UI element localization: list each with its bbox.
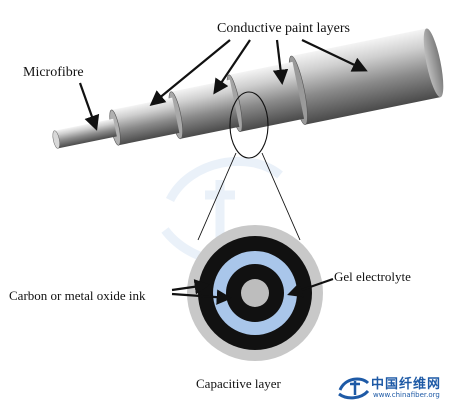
arrow-icon [171, 289, 233, 305]
magnifier-lens-icon [229, 91, 269, 159]
arrow-icon [213, 39, 251, 95]
microfibre-label: Microfibre [23, 65, 84, 80]
gel-electrolyte-label: Gel electrolyte [334, 269, 411, 284]
stepped-fibre [52, 28, 444, 149]
watermark-url: www.chinafiber.org [373, 391, 440, 399]
chinafiber-logo-icon [338, 377, 370, 400]
arrow-icon [287, 277, 334, 298]
microfibre-tip [52, 130, 60, 149]
arrow-icon [301, 39, 368, 72]
arrow-icon [78, 82, 100, 131]
arrow-icon [171, 279, 211, 295]
fibre-segment-2 [111, 97, 180, 146]
capacitive-layer-label: Capacitive layer [196, 376, 281, 391]
carbon-ink-label: Carbon or metal oxide ink [9, 288, 146, 303]
conductive-paint-label: Conductive paint layers [217, 21, 350, 36]
arrow-icon [149, 39, 231, 106]
annotation-arrows [78, 39, 368, 305]
zoom-line-left [197, 152, 237, 241]
microfibre-cross-section [241, 279, 269, 307]
cross-section [187, 225, 323, 361]
microfibre-core [54, 118, 117, 149]
watermark-chinese-text: 中国纤维网 [371, 377, 442, 392]
zoom-line-right [261, 152, 301, 241]
fibre-end-cap [423, 28, 444, 98]
fibre-segment-5 [291, 28, 441, 125]
arrow-icon [272, 39, 289, 86]
